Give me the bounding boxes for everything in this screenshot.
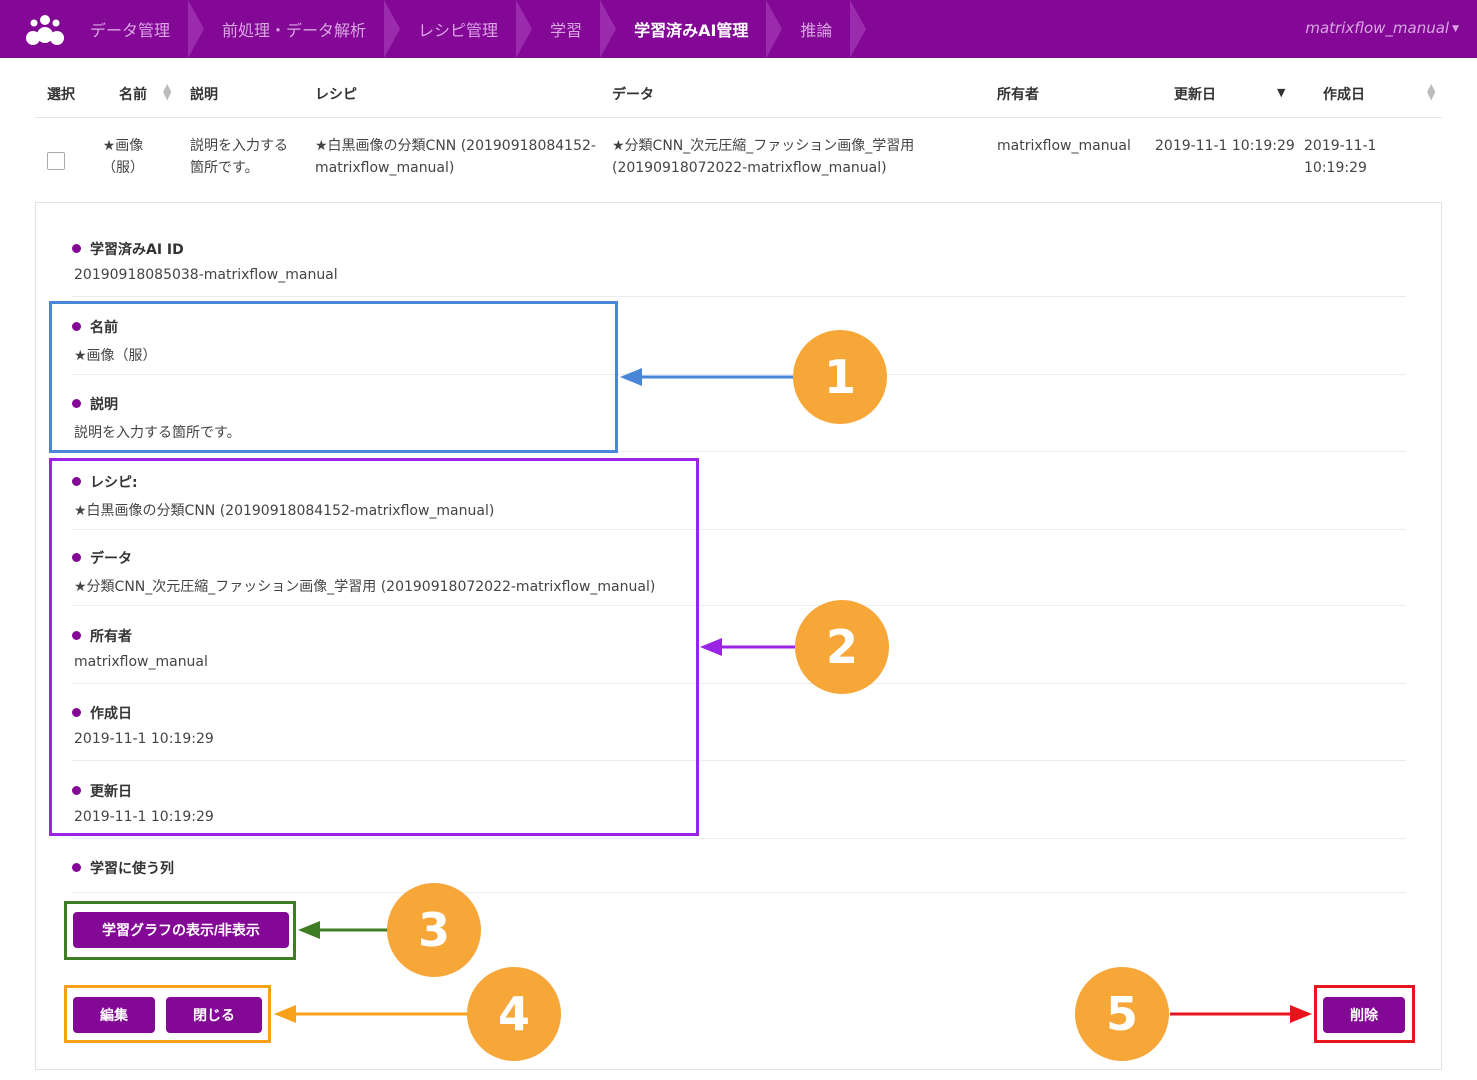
main-nav: データ管理 前処理・データ解析 レシピ管理 学習 学習済みAI管理 推論 bbox=[72, 0, 867, 58]
nav-item-training[interactable]: 学習 bbox=[532, 0, 617, 58]
top-navigation-bar: データ管理 前処理・データ解析 レシピ管理 学習 学習済みAI管理 推論 mat… bbox=[0, 0, 1477, 58]
callout-2: 2 bbox=[795, 600, 889, 694]
nav-item-recipe-management[interactable]: レシピ管理 bbox=[400, 0, 533, 58]
field-owner: 所有者 matrixflow_manual bbox=[72, 626, 1406, 684]
nav-item-preprocessing[interactable]: 前処理・データ解析 bbox=[204, 0, 401, 58]
table-row[interactable]: ★画像 （服） 説明を入力する 箇所です。 ★白黒画像の分類CNN (20190… bbox=[35, 119, 1442, 199]
field-label: 所有者 bbox=[72, 626, 132, 646]
row-select-checkbox[interactable] bbox=[47, 152, 65, 170]
column-header-owner: 所有者 bbox=[997, 87, 1039, 103]
field-description: 説明 説明を入力する箇所です。 bbox=[72, 394, 1406, 452]
field-data: データ ★分類CNN_次元圧縮_ファッション画像_学習用 (2019091807… bbox=[72, 548, 1406, 606]
field-label: レシピ: bbox=[72, 472, 138, 492]
field-label: 名前 bbox=[72, 317, 118, 337]
field-recipe: レシピ: ★白黒画像の分類CNN (20190918084152-matrixf… bbox=[72, 472, 1406, 530]
callout-3: 3 bbox=[387, 883, 481, 977]
row-description-cell: 説明を入力する 箇所です。 bbox=[190, 138, 288, 176]
field-value: 20190918085038-matrixflow_manual bbox=[74, 267, 338, 283]
annotation-box-5 bbox=[1314, 985, 1415, 1043]
nav-item-trained-ai-management[interactable]: 学習済みAI管理 bbox=[616, 0, 783, 58]
delete-button[interactable]: 削除 bbox=[1323, 997, 1405, 1033]
field-value: 2019-11-1 10:19:29 bbox=[74, 731, 214, 747]
field-value: 2019-11-1 10:19:29 bbox=[74, 809, 214, 825]
row-updated-cell: 2019-11-1 10:19:29 bbox=[1155, 138, 1295, 154]
column-header-recipe: レシピ bbox=[315, 87, 357, 103]
row-recipe-cell: ★白黒画像の分類CNN (20190918084152- matrixflow_… bbox=[315, 138, 596, 176]
callout-1: 1 bbox=[793, 330, 887, 424]
column-header-select: 選択 bbox=[47, 87, 75, 103]
row-created-cell: 2019-11-1 10:19:29 bbox=[1304, 138, 1377, 176]
callout-5: 5 bbox=[1075, 967, 1169, 1061]
toggle-learning-graph-button[interactable]: 学習グラフの表示/非表示 bbox=[73, 912, 289, 948]
field-label: 学習に使う列 bbox=[72, 858, 174, 878]
close-button[interactable]: 閉じる bbox=[166, 997, 262, 1033]
field-label: 作成日 bbox=[72, 703, 132, 723]
callout-4: 4 bbox=[467, 967, 561, 1061]
field-training-columns: 学習に使う列 bbox=[72, 858, 1406, 893]
app-logo-icon[interactable] bbox=[20, 8, 70, 50]
field-value: ★画像（服） bbox=[74, 348, 157, 364]
field-name: 名前 ★画像（服） bbox=[72, 317, 1406, 375]
row-data-cell: ★分類CNN_次元圧縮_ファッション画像_学習用 (20190918072022… bbox=[612, 138, 915, 176]
field-value: ★白黒画像の分類CNN (20190918084152-matrixflow_m… bbox=[74, 503, 495, 519]
field-label: 説明 bbox=[72, 394, 118, 414]
annotation-box-4 bbox=[64, 985, 271, 1043]
column-header-description: 説明 bbox=[190, 87, 218, 103]
trained-ai-detail-panel: 学習済みAI ID 20190918085038-matrixflow_manu… bbox=[35, 202, 1442, 1070]
annotation-box-1 bbox=[49, 301, 618, 453]
row-name-cell: ★画像 （服） bbox=[102, 138, 144, 176]
field-value: matrixflow_manual bbox=[74, 654, 208, 670]
column-header-name[interactable]: 名前 bbox=[119, 87, 147, 103]
sort-icon[interactable]: ▲▼ bbox=[1427, 81, 1436, 102]
field-label: 更新日 bbox=[72, 781, 132, 801]
row-owner-cell: matrixflow_manual bbox=[997, 138, 1131, 154]
field-ai-id: 学習済みAI ID 20190918085038-matrixflow_manu… bbox=[72, 239, 1406, 297]
nav-item-inference[interactable]: 推論 bbox=[782, 0, 867, 58]
field-label: 学習済みAI ID bbox=[72, 239, 184, 259]
column-header-created[interactable]: 作成日 bbox=[1323, 87, 1365, 103]
field-value: 説明を入力する箇所です。 bbox=[74, 425, 241, 441]
field-updated: 更新日 2019-11-1 10:19:29 bbox=[72, 781, 1406, 839]
sort-desc-icon[interactable]: ▼ bbox=[1277, 86, 1286, 99]
sort-icon[interactable]: ▲▼ bbox=[163, 81, 172, 102]
field-value: ★分類CNN_次元圧縮_ファッション画像_学習用 (20190918072022… bbox=[74, 579, 656, 595]
edit-button[interactable]: 編集 bbox=[73, 997, 155, 1033]
annotation-box-2 bbox=[49, 458, 699, 836]
annotation-box-3 bbox=[64, 901, 296, 960]
chevron-down-icon: ▼ bbox=[1452, 24, 1459, 34]
table-header: 選択 名前 ▲▼ 説明 レシピ データ 所有者 更新日 ▼ 作成日 ▲▼ bbox=[35, 70, 1442, 118]
column-header-data: データ bbox=[612, 87, 654, 103]
field-label: データ bbox=[72, 548, 132, 568]
column-header-updated[interactable]: 更新日 bbox=[1174, 87, 1216, 103]
nav-item-data-management[interactable]: データ管理 bbox=[72, 0, 205, 58]
user-menu[interactable]: matrixflow_manual▼ bbox=[1305, 19, 1459, 37]
user-name: matrixflow_manual bbox=[1305, 19, 1450, 37]
field-created: 作成日 2019-11-1 10:19:29 bbox=[72, 703, 1406, 761]
